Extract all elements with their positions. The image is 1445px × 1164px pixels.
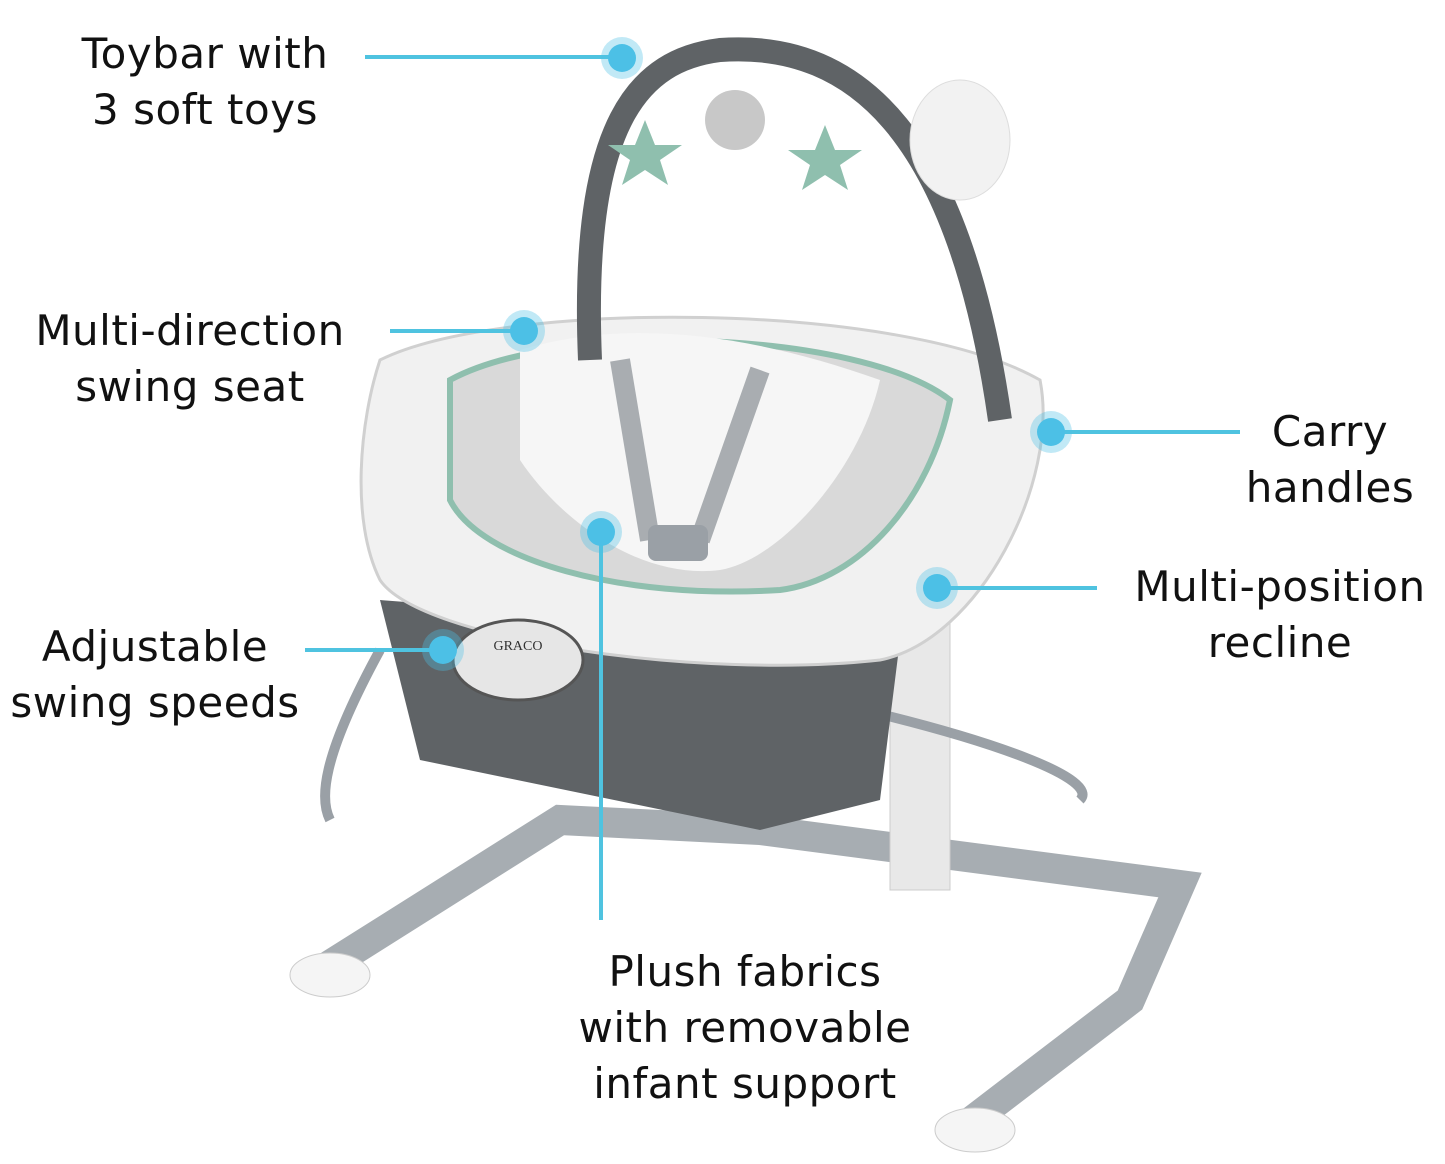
fabrics-marker-icon [587,518,615,546]
callout-carry-handles: Carry handles [1245,407,1415,512]
toybar-marker-icon [608,44,636,72]
callout-fabrics: Plush fabrics with removable infant supp… [578,947,912,1108]
carry-leader-line [1055,430,1240,434]
carry-marker-icon [1037,418,1065,446]
callout-swing-speeds: Adjustable swing speeds [10,622,300,727]
recline-marker-icon [923,574,951,602]
brand-logo: GRACO [493,639,542,654]
swing-seat-marker-icon [510,317,538,345]
callout-toybar: Toybar with 3 soft toys [81,29,329,134]
speeds-leader-line [305,648,440,652]
recline-leader-line [945,586,1097,590]
toybar-leader-line [365,55,620,59]
callout-recline: Multi-position recline [1134,562,1426,667]
callout-swing-seat: Multi-direction swing seat [35,306,345,411]
fabrics-leader-line [599,535,603,920]
swing-seat-leader-line [390,329,520,333]
base-frame [315,804,1202,1145]
speeds-marker-icon [429,636,457,664]
